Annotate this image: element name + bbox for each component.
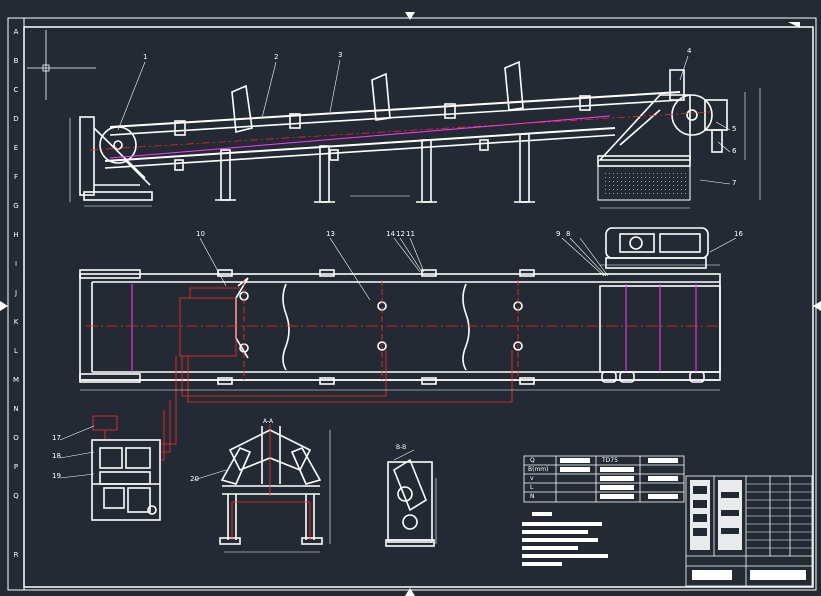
section-a-a-dims xyxy=(224,430,331,553)
title-block-fills xyxy=(690,480,806,580)
spec-row-4-param: L xyxy=(530,484,534,491)
spec-row-1-note: TD75 xyxy=(602,457,618,464)
balloon-6: 6 xyxy=(732,147,737,155)
spec-row-2-param: B(mm) xyxy=(528,466,549,473)
corner-mark xyxy=(788,22,800,28)
balloon-19: 19 xyxy=(52,472,61,480)
spec-row-5-param: N xyxy=(530,493,535,500)
balloon-11: 11 xyxy=(406,230,415,238)
spec-row-1-param: Q xyxy=(530,457,535,464)
balloon-18: 18 xyxy=(52,452,61,460)
centering-mark-top xyxy=(405,12,415,20)
plan-red-lines xyxy=(86,280,718,461)
elevation-centerline xyxy=(89,111,711,151)
centering-mark-bottom xyxy=(405,588,415,596)
zone-letter-p: P xyxy=(13,463,19,471)
balloon-20: 20 xyxy=(190,475,199,483)
elevation-view xyxy=(79,60,728,203)
zone-letter-r: R xyxy=(13,551,19,559)
zone-letter-n: N xyxy=(13,405,19,413)
elevation-dimensions xyxy=(69,88,761,209)
balloon-17: 17 xyxy=(52,434,61,442)
spec-table xyxy=(523,455,685,503)
zone-letter-m: M xyxy=(12,376,20,384)
section-b-b-dims xyxy=(393,449,437,544)
balloon-14: 14 xyxy=(386,230,395,238)
balloon-2: 2 xyxy=(274,53,279,61)
spec-table-fills xyxy=(560,458,678,499)
balloon-4: 4 xyxy=(687,47,692,55)
centering-mark-left xyxy=(0,301,8,311)
zone-letter-j: J xyxy=(14,289,18,297)
technical-requirements xyxy=(522,512,608,566)
section-a-a-label: A-A xyxy=(263,418,274,425)
drive-motor-plan xyxy=(605,227,709,259)
zone-letter-a: A xyxy=(13,28,19,36)
balloon-8: 8 xyxy=(566,230,571,238)
belt-top xyxy=(109,91,681,128)
drive-box xyxy=(597,165,691,201)
idlers xyxy=(174,95,591,171)
zone-letter-c: C xyxy=(13,86,19,94)
zone-letter-d: D xyxy=(13,115,19,123)
plan-magenta-lines xyxy=(131,284,697,372)
balloon-1: 1 xyxy=(143,53,148,61)
drive-base xyxy=(597,155,691,167)
zone-letter-e: E xyxy=(13,144,19,152)
crosshair-cursor xyxy=(27,30,96,100)
tail-frame xyxy=(79,116,95,196)
balloon-9: 9 xyxy=(556,230,561,238)
drive-box-hatch xyxy=(602,170,686,196)
balloon-7: 7 xyxy=(732,179,737,187)
zone-letter-l: L xyxy=(14,347,18,355)
zone-letter-k: K xyxy=(13,318,19,326)
zone-letter-i: I xyxy=(14,260,18,268)
centering-mark-right xyxy=(813,301,821,311)
plan-view xyxy=(79,227,721,385)
bracket xyxy=(231,84,253,134)
section-b-b-label: B-B xyxy=(396,444,407,451)
balloon-13: 13 xyxy=(326,230,335,238)
control-cabinet xyxy=(91,439,161,521)
balloon-16: 16 xyxy=(734,230,743,238)
title-block-grid xyxy=(746,483,812,549)
balloon-10: 10 xyxy=(196,230,205,238)
title-block-voids xyxy=(693,486,739,536)
zone-letter-b: B xyxy=(13,57,19,65)
balloon-12: 12 xyxy=(396,230,405,238)
zone-letter-q: Q xyxy=(13,492,19,500)
zone-letter-h: H xyxy=(13,231,19,239)
zone-letter-f: F xyxy=(13,173,19,181)
spec-row-3-param: v xyxy=(530,475,534,482)
support-legs xyxy=(215,133,535,203)
section-a-a xyxy=(219,426,323,545)
section-b-b xyxy=(385,458,435,547)
head-pulley xyxy=(671,94,713,136)
section-a-a-red xyxy=(231,424,311,540)
zone-letter-o: O xyxy=(13,434,19,442)
balloon-3: 3 xyxy=(338,51,343,59)
outer-border xyxy=(7,17,817,591)
leader-lines xyxy=(59,55,737,481)
balloon-5: 5 xyxy=(732,125,737,133)
plan-dimensions xyxy=(80,264,720,391)
control-box xyxy=(92,415,118,431)
zone-letter-g: G xyxy=(13,202,19,210)
